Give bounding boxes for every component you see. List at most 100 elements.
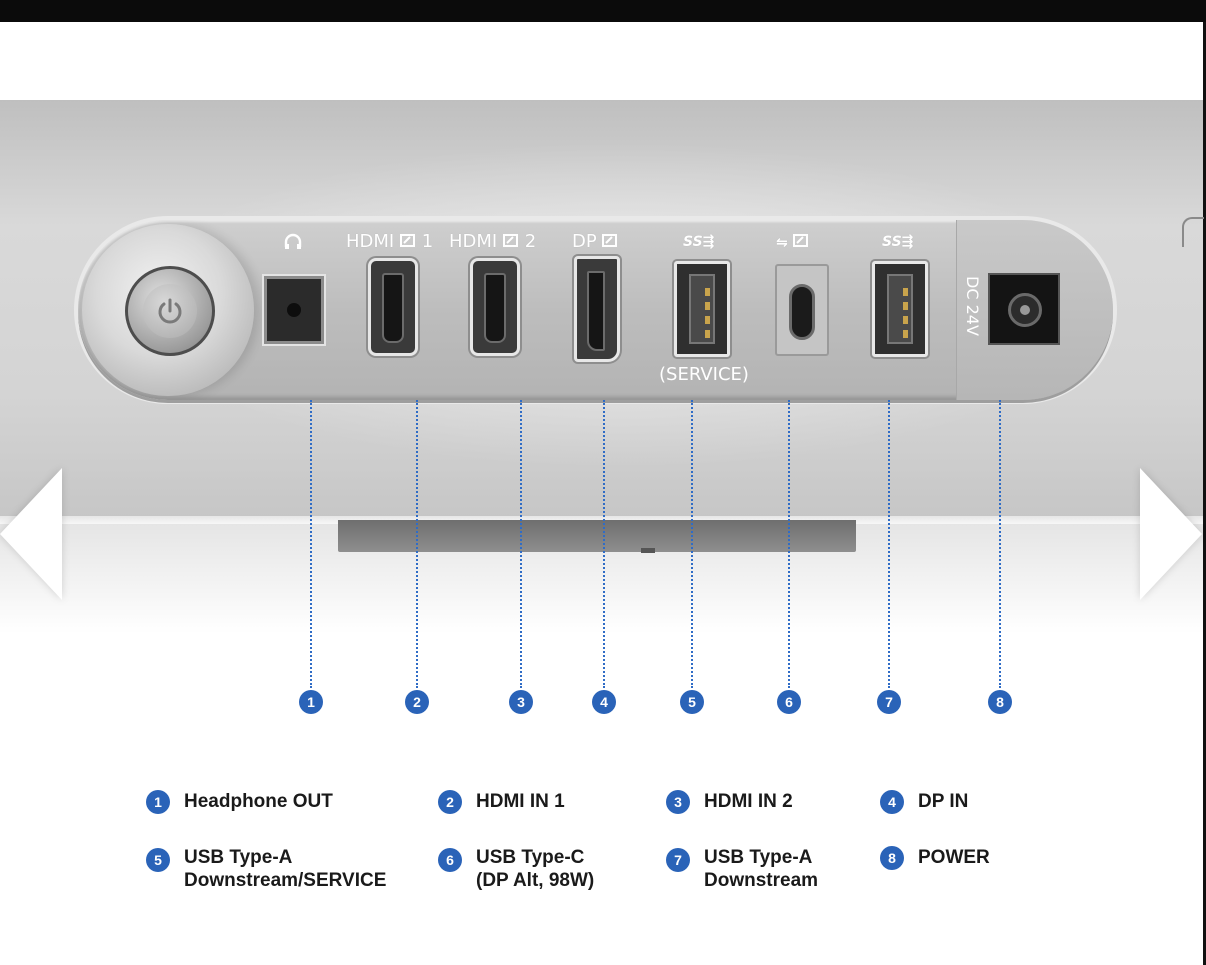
usbc-label: ⇋ [776, 234, 809, 251]
legend-item-1: 1 Headphone OUT [146, 790, 333, 814]
legend-badge: 5 [146, 848, 170, 872]
leader-line-6 [788, 400, 790, 688]
leader-line-3 [520, 400, 522, 688]
jack-hole [287, 303, 301, 317]
legend-line: Headphone OUT [184, 791, 333, 812]
hdmi-slot [484, 273, 506, 343]
port-badge-1: 1 [299, 690, 323, 714]
dc-power-jack[interactable] [988, 273, 1060, 345]
usb-tongue [689, 274, 715, 344]
legend-text: Headphone OUT [184, 790, 333, 813]
legend-text: POWER [918, 846, 990, 869]
legend-badge: 1 [146, 790, 170, 814]
display-icon [502, 234, 518, 247]
port-badge-6: 6 [777, 690, 801, 714]
legend-text: DP IN [918, 790, 968, 813]
power-button-face [143, 284, 197, 338]
power-button[interactable] [125, 266, 215, 356]
legend-line: Downstream [704, 870, 819, 891]
port-badge-5: 5 [680, 690, 704, 714]
hdmi1-label: HDMI 1 [346, 231, 434, 252]
hdmi2-port[interactable] [470, 258, 520, 356]
legend-text: USB Type-A Downstream [704, 846, 818, 892]
usb7-ss-label: SS⇶ [882, 234, 914, 250]
legend-line: USB Type-C [476, 847, 585, 868]
leader-line-7 [888, 400, 890, 688]
headphone-icon [284, 233, 302, 249]
power-icon [158, 298, 182, 324]
power-cup [82, 224, 254, 396]
usb-pin [705, 288, 710, 296]
usb-icon: ⇶ [901, 234, 914, 250]
hdmi-slot [382, 273, 404, 343]
leader-line-8 [999, 400, 1001, 688]
port-badge-3: 3 [509, 690, 533, 714]
usb-pin [903, 316, 908, 324]
stand-notch [641, 548, 655, 553]
legend-line: USB Type-A [184, 847, 293, 868]
hdmi2-label: HDMI 2 [449, 231, 537, 252]
legend-badge: 2 [438, 790, 462, 814]
usb-pin [705, 330, 710, 338]
dp-slot [587, 271, 605, 351]
chevron-left-icon[interactable] [0, 468, 62, 600]
legend-line: HDMI IN 2 [704, 791, 793, 812]
chevron-right-icon[interactable] [1140, 468, 1202, 600]
dc-ring [1008, 293, 1042, 327]
service-label: (SERVICE) [659, 364, 749, 385]
port-badge-2: 2 [405, 690, 429, 714]
port-badge-8: 8 [988, 690, 1012, 714]
top-bar [0, 0, 1206, 22]
usb-c-icon: ⇋ [776, 235, 788, 251]
legend-line: HDMI IN 1 [476, 791, 565, 812]
dc-label: DC 24V [963, 276, 982, 336]
usb-icon: ⇶ [702, 234, 715, 250]
display-icon [602, 234, 618, 247]
usb-c-port[interactable] [775, 264, 829, 356]
legend-line: Downstream/SERVICE [184, 870, 387, 891]
usb-pin [705, 316, 710, 324]
legend-item-6: 6 USB Type-C (DP Alt, 98W) [438, 846, 594, 892]
legend-badge: 8 [880, 846, 904, 870]
legend-item-2: 2 HDMI IN 1 [438, 790, 565, 814]
legend-badge: 7 [666, 848, 690, 872]
dc-pin [1020, 305, 1030, 315]
leader-line-2 [416, 400, 418, 688]
legend-text: HDMI IN 2 [704, 790, 793, 813]
legend-item-5: 5 USB Type-A Downstream/SERVICE [146, 846, 386, 892]
usb5-ss-label: SS⇶ [683, 234, 715, 250]
legend-item-8: 8 POWER [880, 846, 990, 870]
leader-line-4 [603, 400, 605, 688]
monitor-stand [338, 520, 856, 553]
usb-pin [903, 330, 908, 338]
usb-tongue [887, 274, 913, 344]
legend-item-4: 4 DP IN [880, 790, 968, 814]
usb-c-slot [789, 284, 815, 340]
legend-badge: 4 [880, 790, 904, 814]
legend-badge: 6 [438, 848, 462, 872]
dp-label: DP [572, 231, 618, 252]
usb-pin [903, 288, 908, 296]
legend-line: POWER [918, 847, 990, 868]
legend-item-7: 7 USB Type-A Downstream [666, 846, 818, 892]
legend-text: USB Type-A Downstream/SERVICE [184, 846, 386, 892]
leader-line-5 [691, 400, 693, 688]
legend-text: USB Type-C (DP Alt, 98W) [476, 846, 594, 892]
legend-line: DP IN [918, 791, 969, 812]
display-icon [792, 234, 808, 247]
leader-line-1 [310, 400, 312, 688]
usb-a-service-port[interactable] [674, 261, 730, 357]
headphone-jack[interactable] [264, 276, 324, 344]
legend-item-3: 3 HDMI IN 2 [666, 790, 793, 814]
legend-badge: 3 [666, 790, 690, 814]
display-icon [399, 234, 415, 247]
usb-a-downstream-port[interactable] [872, 261, 928, 357]
usb-pin [903, 302, 908, 310]
legend-line: (DP Alt, 98W) [476, 870, 595, 891]
dp-port[interactable] [574, 256, 620, 362]
right-edge [1203, 22, 1206, 965]
monitor-hook [1182, 217, 1204, 247]
usb-pin [705, 302, 710, 310]
port-badge-7: 7 [877, 690, 901, 714]
hdmi1-port[interactable] [368, 258, 418, 356]
